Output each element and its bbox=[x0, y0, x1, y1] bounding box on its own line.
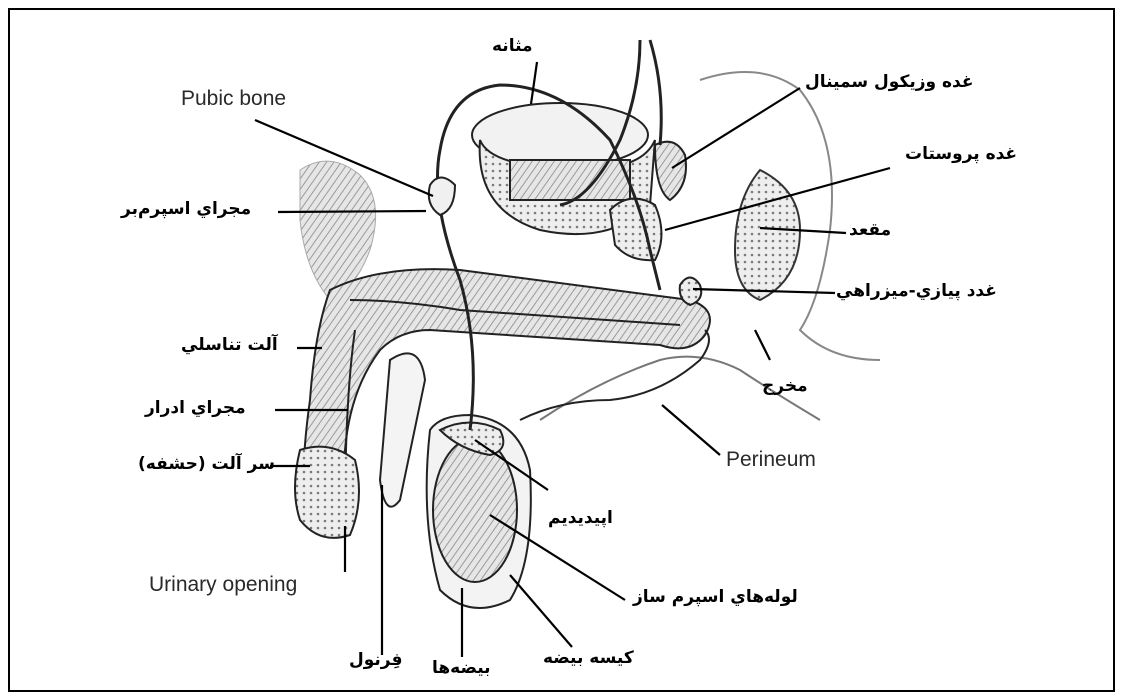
label-vas-deferens: مجراي اسپرم‌بر bbox=[121, 201, 251, 218]
label-glans: سر آلت (حشفه) bbox=[138, 456, 275, 473]
corpus-inner bbox=[380, 353, 425, 506]
label-urethra: مجراي ادرار bbox=[145, 400, 246, 417]
label-frenulum: فِرنول bbox=[349, 652, 403, 669]
label-bladder: مثانه bbox=[492, 38, 533, 55]
seminal-vesicle bbox=[655, 142, 686, 200]
label-penis: آلت تناسلي bbox=[181, 337, 278, 354]
bladder-cavity bbox=[510, 160, 630, 200]
rectum bbox=[735, 170, 800, 300]
bulbourethral-gland bbox=[680, 278, 702, 306]
label-epididymis: اپيديديم bbox=[548, 510, 613, 527]
label-urinary-opening: Urinary opening bbox=[149, 574, 297, 595]
label-testes: بيضه‌ها bbox=[432, 660, 491, 677]
label-seminiferous-tubules: لوله‌هاي اسپرم ساز bbox=[633, 589, 798, 606]
prostate bbox=[610, 199, 662, 261]
label-rectum: مقعد bbox=[849, 222, 891, 239]
label-bulbourethral: غدد پيازي-ميزراهي bbox=[836, 283, 997, 300]
label-anus: مخرج bbox=[762, 378, 808, 395]
label-scrotum: کيسه بيضه bbox=[543, 650, 634, 667]
glans bbox=[295, 447, 359, 538]
label-seminal-vesicle: غده وزيکول سمينال bbox=[805, 74, 973, 91]
label-prostate: غده پروستات bbox=[905, 146, 1017, 163]
label-perineum: Perineum bbox=[726, 449, 816, 470]
label-pubic-bone: Pubic bone bbox=[181, 88, 286, 109]
